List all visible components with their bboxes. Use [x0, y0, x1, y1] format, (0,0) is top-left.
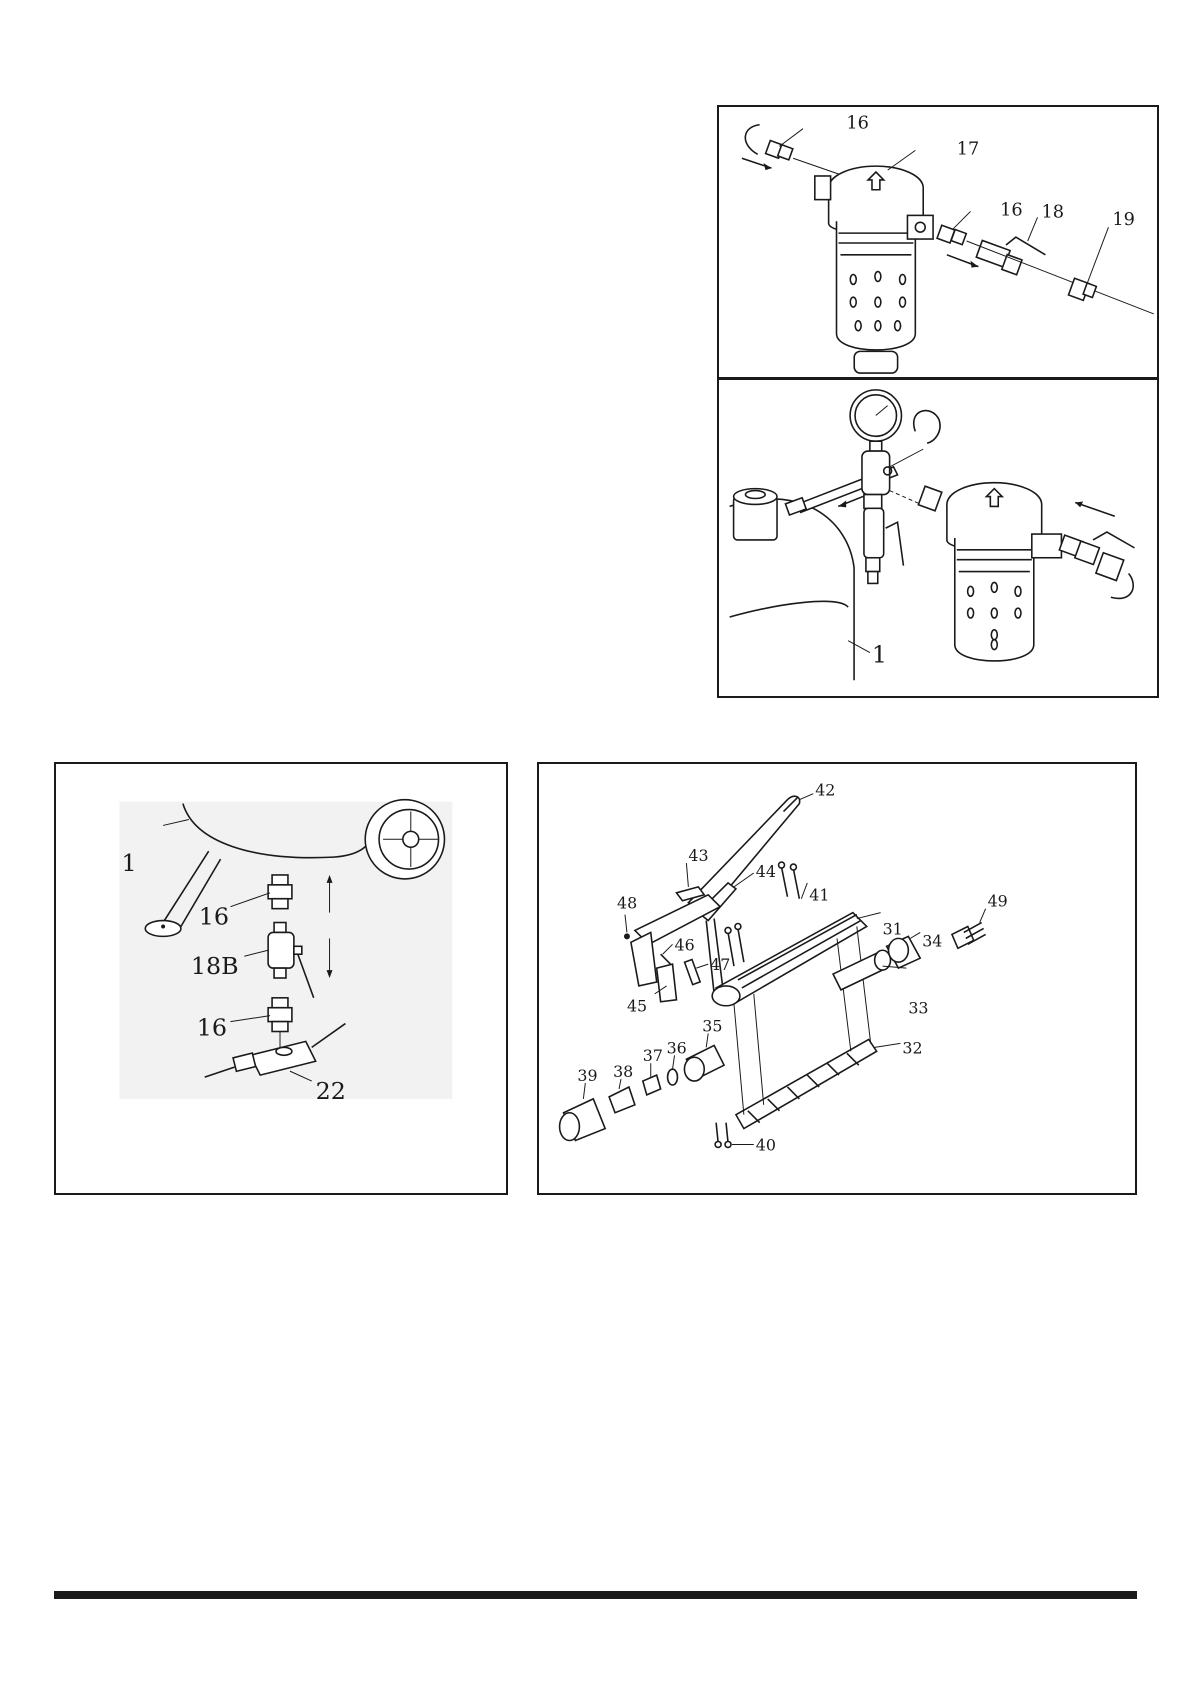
- part-label-44: 44: [756, 862, 776, 881]
- footer-rule: [54, 1591, 1137, 1599]
- wheel: [365, 800, 444, 879]
- leader-16b: [953, 211, 971, 229]
- fitting-16-top: [268, 875, 292, 909]
- fitting-16-bottom: [268, 998, 292, 1032]
- part-38: [609, 1087, 635, 1113]
- part-label-48: 48: [617, 894, 637, 913]
- part-label-43: 43: [688, 846, 708, 865]
- leader-35: [706, 1033, 708, 1047]
- leader-48: [625, 915, 627, 933]
- part-label-42: 42: [815, 781, 835, 800]
- gauge-connection-panel: 1: [717, 378, 1159, 698]
- part-45: [657, 964, 677, 1002]
- part-label-22: 22: [316, 1077, 346, 1105]
- part-label-16a: 16: [846, 114, 869, 134]
- body-32: [736, 1039, 877, 1128]
- leader-49: [980, 909, 986, 923]
- leader-36: [673, 1055, 675, 1069]
- part-label-39: 39: [577, 1066, 597, 1085]
- leader-16a: [779, 129, 803, 147]
- drain-valve-panel: 1 16 18B 16 22: [54, 762, 508, 1195]
- leader-39: [583, 1083, 585, 1099]
- valve-18: [976, 237, 1045, 275]
- inflator-gun-exploded-diagram: 42 43 44 41 48 49 31 46 47 34 45 33 35 3…: [539, 764, 1135, 1193]
- tank-outline: [730, 601, 849, 617]
- leader-18: [1028, 217, 1038, 241]
- part-label-47: 47: [710, 955, 730, 974]
- filter-body: [918, 483, 1061, 661]
- nut-34: [887, 936, 921, 968]
- part-label-18b: 18B: [191, 952, 239, 980]
- tank-port: [734, 489, 777, 540]
- part-label-16a: 16: [199, 903, 229, 931]
- rotation-arrow-gauge: [914, 411, 940, 444]
- filter-assembly-diagram: 16 17 16 18 19: [719, 107, 1157, 377]
- valve-right: [1059, 532, 1134, 598]
- part-label-49: 49: [988, 892, 1008, 911]
- fitting-49: [952, 923, 986, 949]
- leader-41: [801, 883, 807, 899]
- leader-43: [686, 863, 688, 887]
- part-label-33: 33: [908, 999, 928, 1018]
- part-label-16b: 16: [197, 1013, 227, 1041]
- part-label-40: 40: [756, 1135, 776, 1154]
- leader-46: [663, 944, 673, 954]
- rotation-arrow: [745, 125, 759, 155]
- leader-1: [848, 641, 870, 653]
- part-label-1: 1: [121, 849, 136, 877]
- cylinder-33: [833, 950, 890, 990]
- filter-17: [815, 166, 933, 373]
- screws-41: [779, 862, 800, 899]
- spring-47: [685, 960, 701, 985]
- leader-42: [799, 794, 813, 800]
- part-label-34: 34: [922, 931, 942, 950]
- part-label-31: 31: [883, 919, 903, 938]
- part-label-36: 36: [667, 1038, 687, 1057]
- part-label-46: 46: [675, 935, 695, 954]
- part-label-19: 19: [1112, 210, 1135, 230]
- leader-31: [857, 913, 881, 919]
- leader-32: [875, 1043, 901, 1047]
- gauge-connection-diagram: 1: [719, 380, 1157, 696]
- screws-40: [715, 1123, 731, 1148]
- inflator-gun-panel: 42 43 44 41 48 49 31 46 47 34 45 33 35 3…: [537, 762, 1137, 1195]
- leader-34: [910, 932, 920, 938]
- leader-47: [696, 964, 708, 968]
- pin-46: [661, 954, 671, 964]
- filter-assembly-panel: 16 17 16 18 19: [717, 105, 1159, 379]
- part-label-37: 37: [643, 1046, 663, 1065]
- part-label-32: 32: [902, 1038, 922, 1057]
- fitting-16-right: [937, 225, 966, 244]
- chuck-39: [560, 1099, 606, 1141]
- part-label-41: 41: [809, 886, 829, 905]
- part-label-17: 17: [957, 139, 980, 159]
- drain-valve-diagram: 1 16 18B 16 22: [56, 764, 506, 1193]
- part-label-18: 18: [1041, 202, 1064, 222]
- part-label-35: 35: [702, 1017, 722, 1036]
- part-label-38: 38: [613, 1062, 633, 1081]
- part-35: [684, 1045, 724, 1081]
- leader-17: [888, 150, 916, 170]
- fitting-19: [1068, 278, 1096, 300]
- part-label-16b: 16: [1000, 200, 1023, 220]
- leader-19: [1087, 227, 1109, 284]
- part-label-1: 1: [872, 640, 887, 668]
- fitting-16-left: [766, 141, 793, 160]
- part-label-45: 45: [627, 997, 647, 1016]
- washer-36: [668, 1069, 678, 1085]
- pin-37: [643, 1075, 661, 1095]
